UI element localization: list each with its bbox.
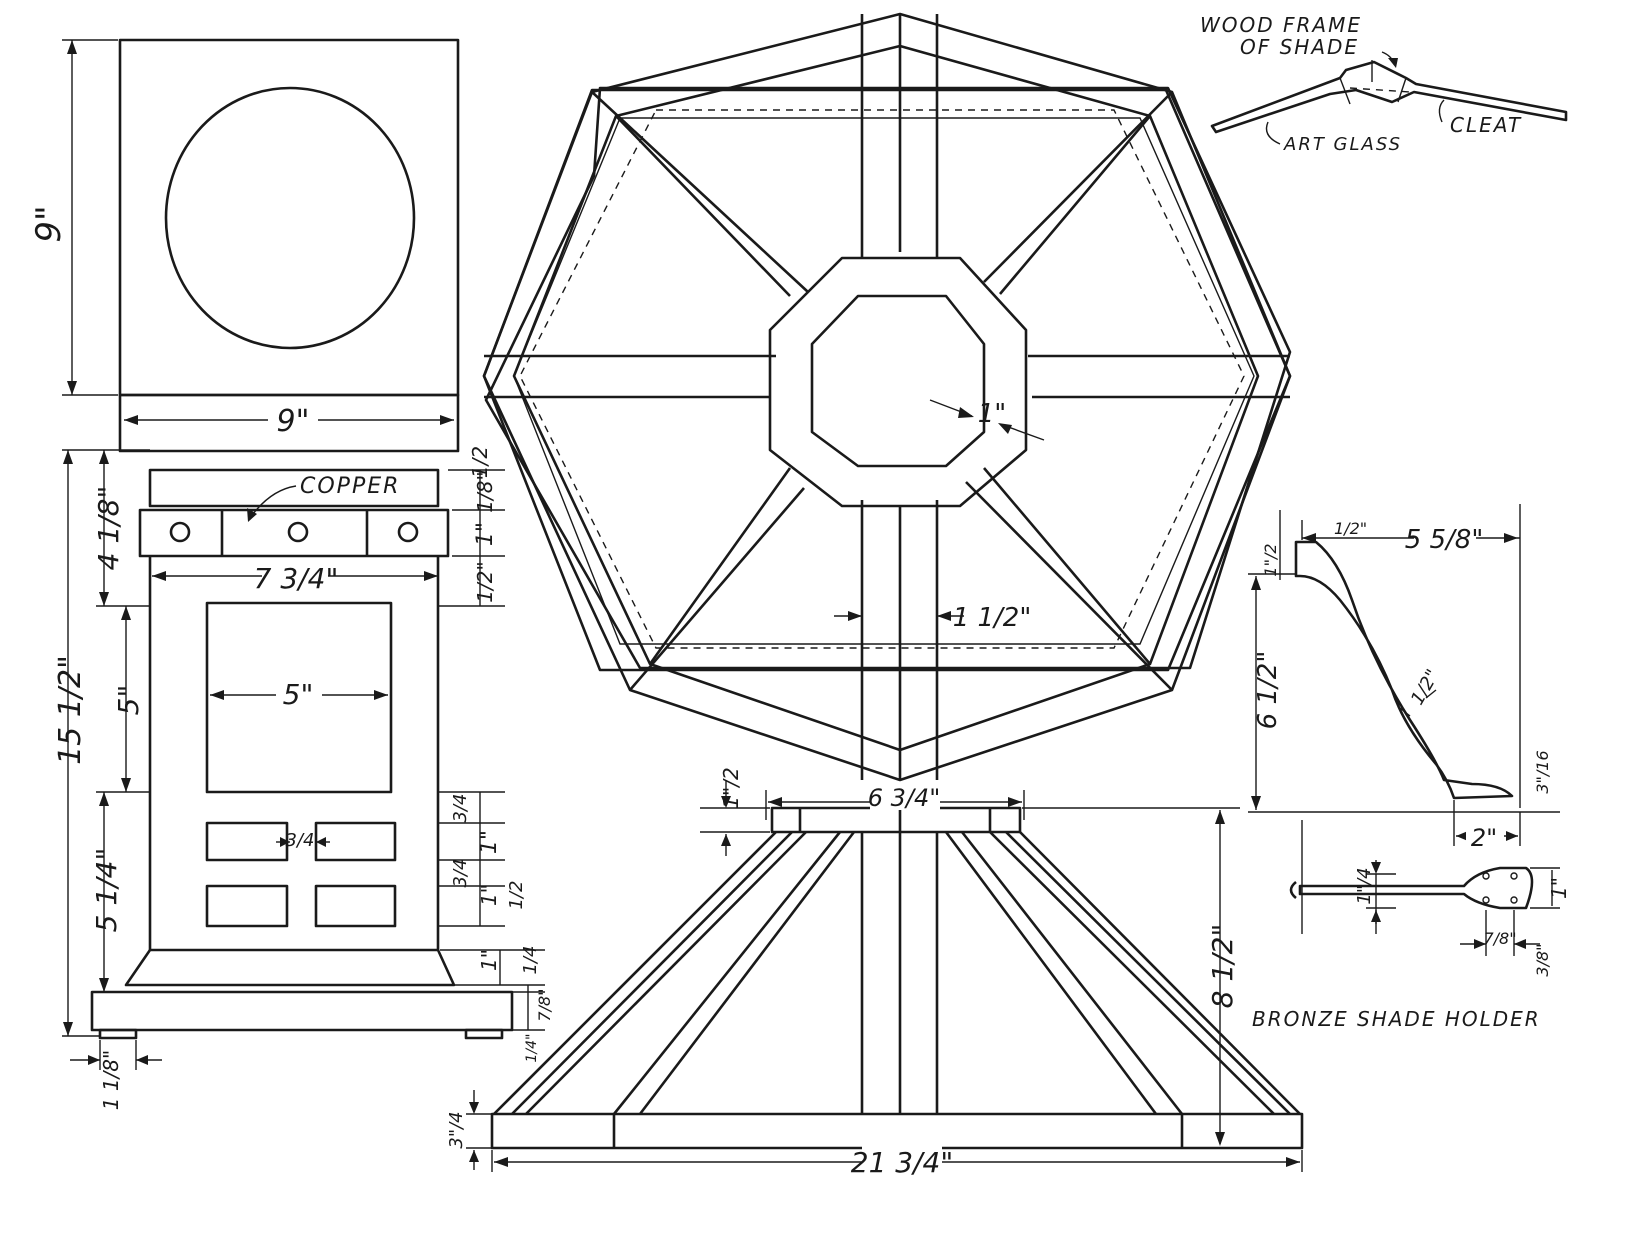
holder-mid-label: 1/2" <box>1407 666 1444 709</box>
slot-height-1-label: 1" <box>477 830 502 854</box>
shade-base-w-label: 21 3/4" <box>851 1146 953 1179</box>
frame-detail <box>1210 51 1568 145</box>
post-view <box>62 449 545 1070</box>
rod-dia-label: 1"/4 <box>1354 867 1375 904</box>
copper-gap-label: 1/8" <box>473 471 497 512</box>
slot-gap-label: 3/4 <box>286 830 315 851</box>
base-step-offset-label: 1/4 <box>520 946 541 975</box>
holder-reach-label: 5 5/8" <box>1405 525 1484 555</box>
cleat-label: CLEAT <box>1450 113 1522 137</box>
hub-inner <box>810 294 986 468</box>
slot-gap-2-label: 3/4 <box>450 859 471 888</box>
top-height-label: 9" <box>29 205 69 242</box>
shade-height-label: 8 1/2" <box>1206 924 1239 1009</box>
panel-width-label: 5" <box>283 678 314 711</box>
bronze-holder-view <box>1248 504 1560 956</box>
shade-top-h-label: 1"/2 <box>719 767 743 808</box>
hub-outer <box>768 256 1028 508</box>
holder-height-label: 6 1/2" <box>1253 651 1283 730</box>
post-width-label: 7 3/4" <box>254 562 339 595</box>
holder-base-label: 2" <box>1471 824 1497 852</box>
circle-cutout <box>164 86 416 350</box>
copper-band <box>138 508 450 558</box>
shade-rim-h-label: 3"/4 <box>446 1111 467 1148</box>
panel-height-label: 5" <box>112 685 145 716</box>
band-gap-label: 1/2" <box>473 561 497 602</box>
total-height-label: 15 1/2" <box>53 655 88 765</box>
spoke-width-label: 1 1/2" <box>953 603 1032 633</box>
art-glass-label: ART GLASS <box>1283 134 1402 155</box>
shade-top-view <box>482 12 1292 782</box>
feet-height-label: 1/4" <box>524 1034 540 1063</box>
post-top-label: 4 1/8" <box>92 486 125 571</box>
copper-height-label: 1" <box>473 522 498 546</box>
wood-frame-label: WOOD FRAME <box>1200 13 1362 37</box>
shade-elevation <box>466 780 1304 1172</box>
rod-plate-label: 1" <box>1547 877 1571 899</box>
hub-frame-label: 1" <box>978 399 1007 429</box>
slot-gap-1-label: 3/4 <box>450 794 471 823</box>
rod-hole-label: 7/8" <box>1483 929 1516 948</box>
top-box-view <box>62 38 460 453</box>
holder-lip-label: 1"/2 <box>1261 543 1280 576</box>
rod-end-label: 3/8" <box>1533 943 1552 976</box>
bronze-holder-title: BRONZE SHADE HOLDER <box>1252 1007 1541 1031</box>
base-height-label: 7/8" <box>535 988 554 1021</box>
feet-width-label: 1 1/8" <box>99 1050 123 1110</box>
base-step-label: 1" <box>477 949 501 971</box>
slot-gap-3-label: 1/2 <box>506 881 527 910</box>
slot-height-2-label: 1" <box>477 884 501 906</box>
lower-height-label: 5 1/4" <box>90 848 123 933</box>
copper-label: COPPER <box>300 474 400 499</box>
shade-top-w-label: 6 3/4" <box>868 784 941 812</box>
holder-top-label: 1/2" <box>1334 519 1367 538</box>
panel-opening <box>205 601 393 794</box>
top-width-label: 9" <box>277 404 310 439</box>
of-shade-label: OF SHADE <box>1240 35 1359 59</box>
holder-tip-label: 3"/16 <box>1533 750 1552 793</box>
